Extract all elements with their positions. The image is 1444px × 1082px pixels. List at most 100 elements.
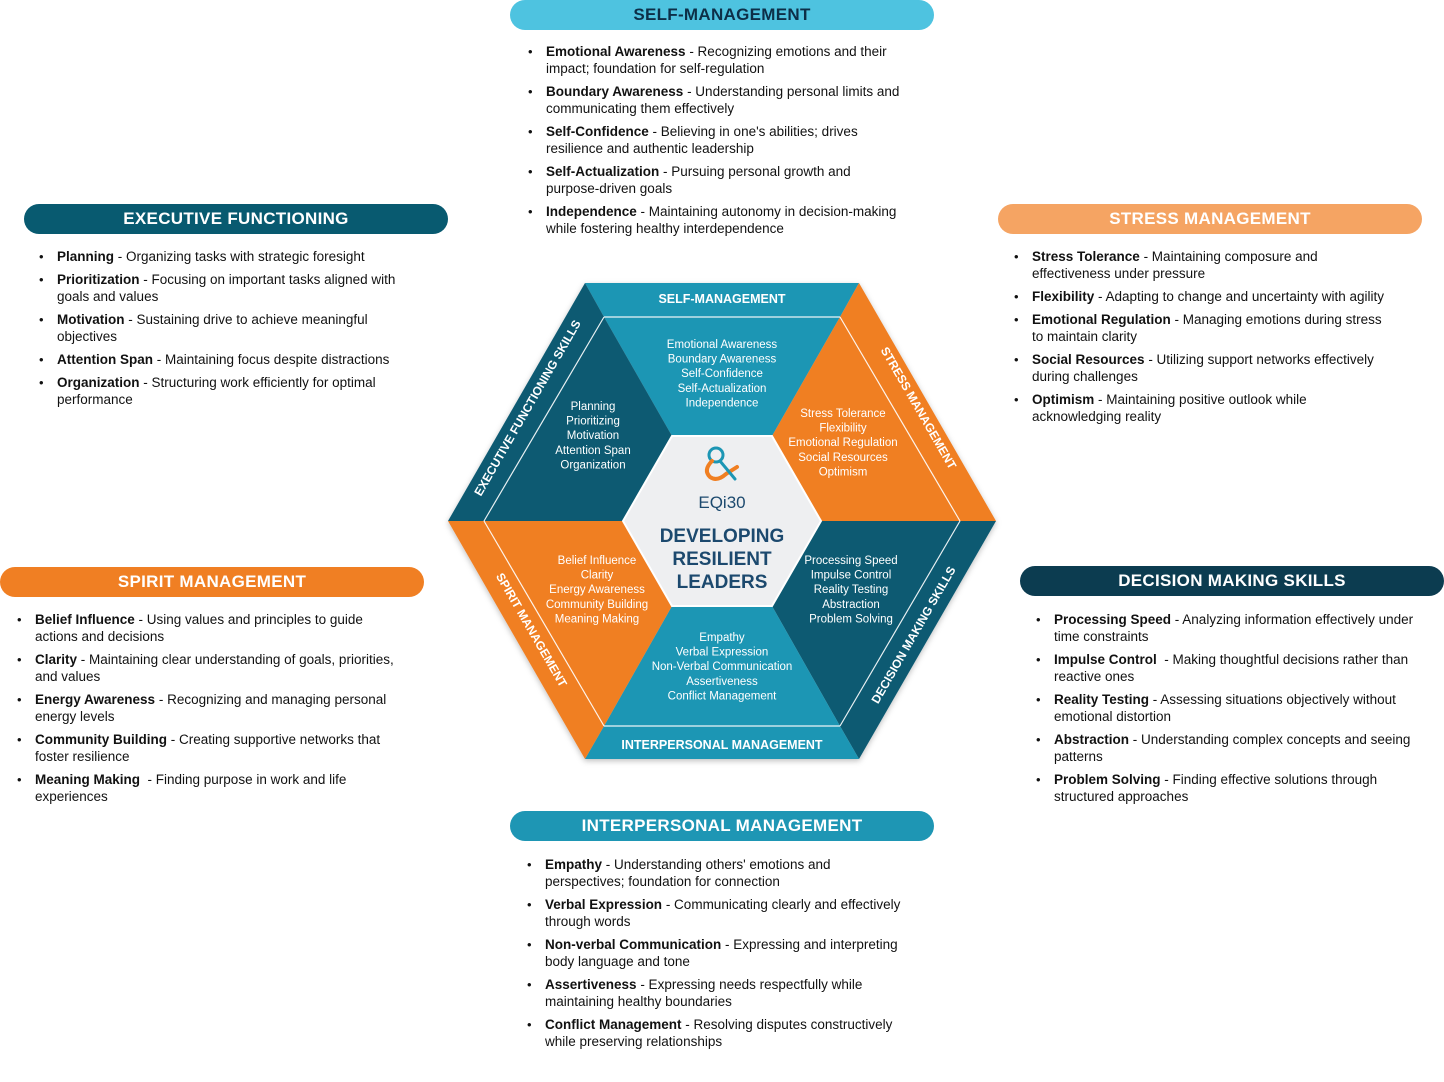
item-description: - Organizing tasks with strategic foresi… (114, 249, 365, 264)
panel-interpersonal-management: INTERPERSONAL MANAGEMENT Empathy - Under… (510, 811, 934, 1056)
segment-item: Verbal Expression (676, 647, 769, 659)
item-term: Planning (57, 249, 114, 264)
item-term: Processing Speed (1054, 612, 1172, 627)
item-description: - Maintaining composure and effectivenes… (1032, 249, 1322, 281)
item-description: - Maintaining focus despite distractions (153, 352, 390, 367)
list-item: Stress Tolerance - Maintaining composure… (1010, 248, 1395, 282)
item-term: Social Resources (1032, 352, 1145, 367)
item-term: Independence (546, 204, 637, 219)
segment-interpersonal-management (604, 606, 840, 726)
band-spirit-management (448, 521, 604, 759)
item-term: Clarity (35, 652, 78, 667)
item-description: - Finding purpose in work and life exper… (35, 772, 351, 804)
item-description: - Recognizing and managing personal ener… (35, 692, 390, 724)
segment-item: Empathy (699, 632, 745, 644)
panel-executive-functioning: EXECUTIVE FUNCTIONING Planning - Organiz… (24, 204, 448, 414)
segment-item: Emotional Regulation (788, 437, 897, 449)
list-item: Emotional Awareness - Recognizing emotio… (524, 43, 904, 77)
segment-spirit-management (484, 521, 672, 726)
center-hexagon (621, 435, 823, 607)
spirit-management-list: Belief Influence - Using values and prin… (0, 611, 398, 805)
item-term: Abstraction (1054, 732, 1130, 747)
panel-title-decision-making: DECISION MAKING SKILLS (1020, 566, 1444, 596)
segment-item: Stress Tolerance (800, 408, 885, 420)
item-term: Reality Testing (1054, 692, 1150, 707)
item-description: - Recognizing emotions and their impact;… (546, 44, 891, 76)
panel-title-spirit-management: SPIRIT MANAGEMENT (0, 567, 424, 597)
list-item: Social Resources - Utilizing support net… (1010, 351, 1395, 385)
segment-self-management (604, 317, 840, 436)
center-title-line-1: DEVELOPING (660, 526, 785, 547)
item-description: - Expressing and interpreting body langu… (545, 937, 902, 969)
item-description: - Making thoughtful decisions rather tha… (1054, 652, 1412, 684)
list-item: Clarity - Maintaining clear understandin… (13, 651, 398, 685)
band-executive-functioning (448, 283, 604, 521)
item-term: Self-Confidence (546, 124, 649, 139)
panel-decision-making: DECISION MAKING SKILLS Processing Speed … (1020, 566, 1444, 811)
item-term: Emotional Awareness (546, 44, 686, 59)
item-description: - Understanding personal limits and comm… (546, 84, 904, 116)
item-term: Problem Solving (1054, 772, 1161, 787)
list-item: Energy Awareness - Recognizing and manag… (13, 691, 398, 725)
segment-item: Problem Solving (809, 613, 893, 625)
item-term: Flexibility (1032, 289, 1095, 304)
self-management-list: Emotional Awareness - Recognizing emotio… (510, 43, 904, 237)
segment-item: Non-Verbal Communication (652, 661, 793, 673)
list-item: Prioritization - Focusing on important t… (35, 271, 415, 305)
band-stress-management (840, 283, 996, 521)
band-interpersonal-management (585, 726, 859, 759)
item-description: - Using values and principles to guide a… (35, 612, 367, 644)
item-term: Motivation (57, 312, 125, 327)
band-label-self-management: SELF-MANAGEMENT (658, 292, 785, 306)
segment-item: Belief Influence (558, 555, 637, 567)
list-item: Abstraction - Understanding complex conc… (1032, 731, 1424, 765)
item-term: Verbal Expression (545, 897, 663, 912)
panel-spirit-management: SPIRIT MANAGEMENT Belief Influence - Usi… (0, 567, 424, 811)
segment-item: Flexibility (819, 423, 867, 435)
band-self-management (585, 283, 859, 317)
panel-title-stress-management: STRESS MANAGEMENT (998, 204, 1422, 234)
resilience-hexagon-diagram: SELF-MANAGEMENT INTERPERSONAL MANAGEMENT… (448, 283, 996, 759)
ampersand-logo-icon (705, 446, 739, 481)
panel-title-interpersonal-management: INTERPERSONAL MANAGEMENT (510, 811, 934, 841)
item-description: - Managing emotions during stress to mai… (1032, 312, 1386, 344)
item-term: Self-Actualization (546, 164, 660, 179)
segment-item: Boundary Awareness (668, 354, 777, 366)
item-description: - Pursuing personal growth and purpose-d… (546, 164, 855, 196)
list-item: Independence - Maintaining autonomy in d… (524, 203, 904, 237)
item-description: - Focusing on important tasks aligned wi… (57, 272, 400, 304)
segment-executive-functioning (484, 317, 672, 521)
segment-item: Self-Actualization (678, 383, 767, 395)
band-decision-making (840, 521, 996, 759)
item-term: Non-verbal Communication (545, 937, 722, 952)
item-description: - Structuring work efficiently for optim… (57, 375, 380, 407)
segment-item: Optimism (819, 466, 868, 478)
list-item: Optimism - Maintaining positive outlook … (1010, 391, 1395, 425)
segment-item: Planning (571, 401, 616, 413)
list-item: Assertiveness - Expressing needs respect… (523, 976, 908, 1010)
segment-item: Reality Testing (814, 584, 889, 596)
list-item: Attention Span - Maintaining focus despi… (35, 351, 415, 368)
item-description: - Adapting to change and uncertainty wit… (1094, 289, 1384, 304)
segment-item: Emotional Awareness (667, 339, 778, 351)
list-item: Belief Influence - Using values and prin… (13, 611, 398, 645)
segment-item: Processing Speed (804, 555, 897, 567)
item-term: Empathy (545, 857, 603, 872)
item-term: Impulse Control (1054, 652, 1157, 667)
item-description: - Communicating clearly and effectively … (545, 897, 905, 929)
executive-functioning-list: Planning - Organizing tasks with strateg… (24, 248, 415, 408)
segment-decision-making (772, 521, 960, 726)
segment-item: Community Building (546, 599, 648, 611)
segment-item: Motivation (567, 430, 619, 442)
item-description: - Assessing situations objectively witho… (1054, 692, 1400, 724)
list-item: Impulse Control - Making thoughtful deci… (1032, 651, 1424, 685)
segment-item: Abstraction (822, 599, 880, 611)
list-item: Conflict Management - Resolving disputes… (523, 1016, 908, 1050)
segment-stress-management (772, 317, 960, 521)
item-description: - Believing in one's abilities; drives r… (546, 124, 862, 156)
list-item: Planning - Organizing tasks with strateg… (35, 248, 415, 265)
item-description: - Sustaining drive to achieve meaningful… (57, 312, 372, 344)
